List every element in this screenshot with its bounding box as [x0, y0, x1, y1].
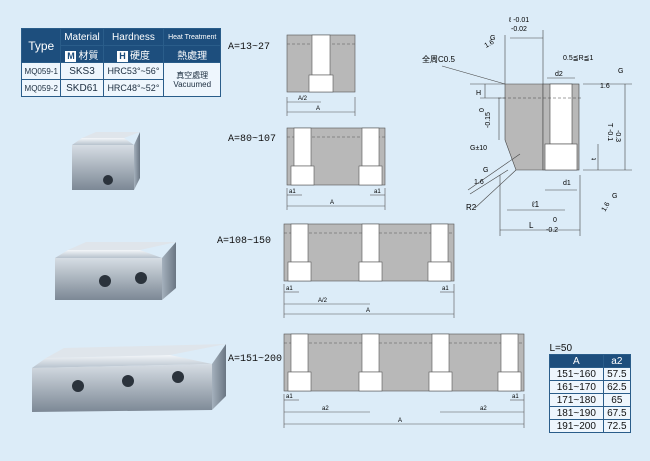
- a2-value: 65: [602, 393, 632, 407]
- section-label: G: [612, 193, 617, 200]
- section-label: 0.5≦R≦1: [563, 55, 594, 62]
- section-label: G: [483, 167, 488, 174]
- spec-header-row: Type Material Hardness Heat Treatment: [20, 28, 221, 63]
- front-view-4: [283, 333, 525, 428]
- section-label: -0.15: [485, 112, 492, 128]
- section-label: H: [476, 90, 481, 97]
- section-label: ℓ1: [531, 200, 540, 209]
- heat-value-cn: 真空處理: [176, 70, 209, 80]
- section-label: 0: [479, 108, 486, 112]
- section-label: R2: [466, 203, 477, 212]
- a2-col-a2: a2: [602, 354, 632, 368]
- material-badge: M: [65, 50, 77, 62]
- section-label: 1.6: [600, 83, 610, 90]
- type-header: Type: [20, 28, 62, 63]
- dim-label: a2: [322, 406, 329, 412]
- range-label-3: A=108~150: [217, 236, 272, 247]
- dim-label: a1: [289, 189, 296, 195]
- section-label: ℓ -0.01: [508, 17, 529, 24]
- section-label: -0.3: [614, 130, 621, 142]
- a2-table-caption: L=50: [549, 342, 573, 354]
- dim-label: A: [398, 418, 402, 424]
- section-label: 1.6: [474, 179, 484, 186]
- section-label: -0.2: [546, 227, 558, 234]
- spec-row: MQ059-2 SKD61 HRC48°~52°: [20, 79, 221, 97]
- section-label: d2: [555, 71, 563, 78]
- a2-value: 72.5: [602, 419, 632, 433]
- material-cn: 材質: [78, 50, 99, 62]
- hardness-cn: 硬度: [129, 50, 150, 62]
- section-label: G: [618, 68, 623, 75]
- screw-hole-icon: [135, 272, 147, 284]
- block-3d-large: [32, 344, 226, 412]
- section-label: G: [490, 35, 495, 42]
- spec-code: MQ059-2: [20, 79, 62, 97]
- a2-range: 161~170: [549, 380, 604, 394]
- dim-label: a1: [442, 286, 449, 292]
- front-view-2: [286, 127, 386, 210]
- dim-label: a2: [480, 406, 487, 412]
- dim-label: a1: [286, 394, 293, 400]
- dim-label: A: [366, 308, 370, 314]
- a2-col-a: A: [549, 354, 604, 368]
- dim-label: a1: [512, 394, 519, 400]
- section-view: [441, 30, 632, 236]
- a2-value: 57.5: [602, 367, 632, 381]
- dim-label: A: [330, 200, 334, 206]
- spec-material: SKS3: [60, 62, 104, 80]
- section-label: 0: [553, 217, 557, 224]
- spec-code: MQ059-1: [20, 62, 62, 80]
- front-view-1: [286, 34, 356, 116]
- screw-hole-icon: [99, 275, 111, 287]
- section-label: T -0.1: [606, 123, 613, 141]
- dim-label: A/2: [318, 298, 328, 304]
- dim-label: A: [316, 106, 320, 112]
- section-label: d1: [563, 180, 571, 187]
- section-label: 全周C0.5: [422, 54, 455, 64]
- block-3d-small: [72, 132, 140, 190]
- front-view-3: [283, 223, 455, 318]
- range-label-2: A=80~107: [228, 134, 277, 145]
- range-label-4: A=151~200: [228, 354, 283, 365]
- dim-label: A/2: [298, 96, 308, 102]
- section-label: -0.02: [511, 26, 527, 33]
- block-3d-medium: [55, 242, 176, 300]
- a2-value: 67.5: [602, 406, 632, 420]
- section-label: 1.6: [601, 201, 612, 213]
- screw-hole-icon: [122, 375, 134, 387]
- section-label: 1.6: [484, 39, 496, 50]
- section-label: t: [591, 158, 598, 160]
- screw-hole-icon: [172, 371, 184, 383]
- a2-value: 62.5: [602, 380, 632, 394]
- dim-label: a1: [286, 286, 293, 292]
- dim-label: a1: [374, 189, 381, 195]
- hardness-badge: H: [116, 50, 128, 62]
- range-label-1: A=13~27: [228, 42, 271, 53]
- section-label: L: [529, 221, 534, 230]
- spec-hardness: HRC48°~52°: [102, 79, 165, 97]
- screw-hole-icon: [72, 380, 84, 392]
- a2-range: 171~180: [549, 393, 604, 407]
- a2-range: 181~190: [549, 406, 604, 420]
- section-label: G±10: [470, 145, 487, 152]
- a2-range: 151~160: [549, 367, 604, 381]
- spec-material: SKD61: [60, 79, 104, 97]
- spec-hardness: HRC53°~56°: [102, 62, 165, 80]
- heat-value-en: Vacuumed: [173, 79, 212, 89]
- screw-hole-icon: [103, 175, 113, 185]
- a2-range: 191~200: [549, 419, 604, 433]
